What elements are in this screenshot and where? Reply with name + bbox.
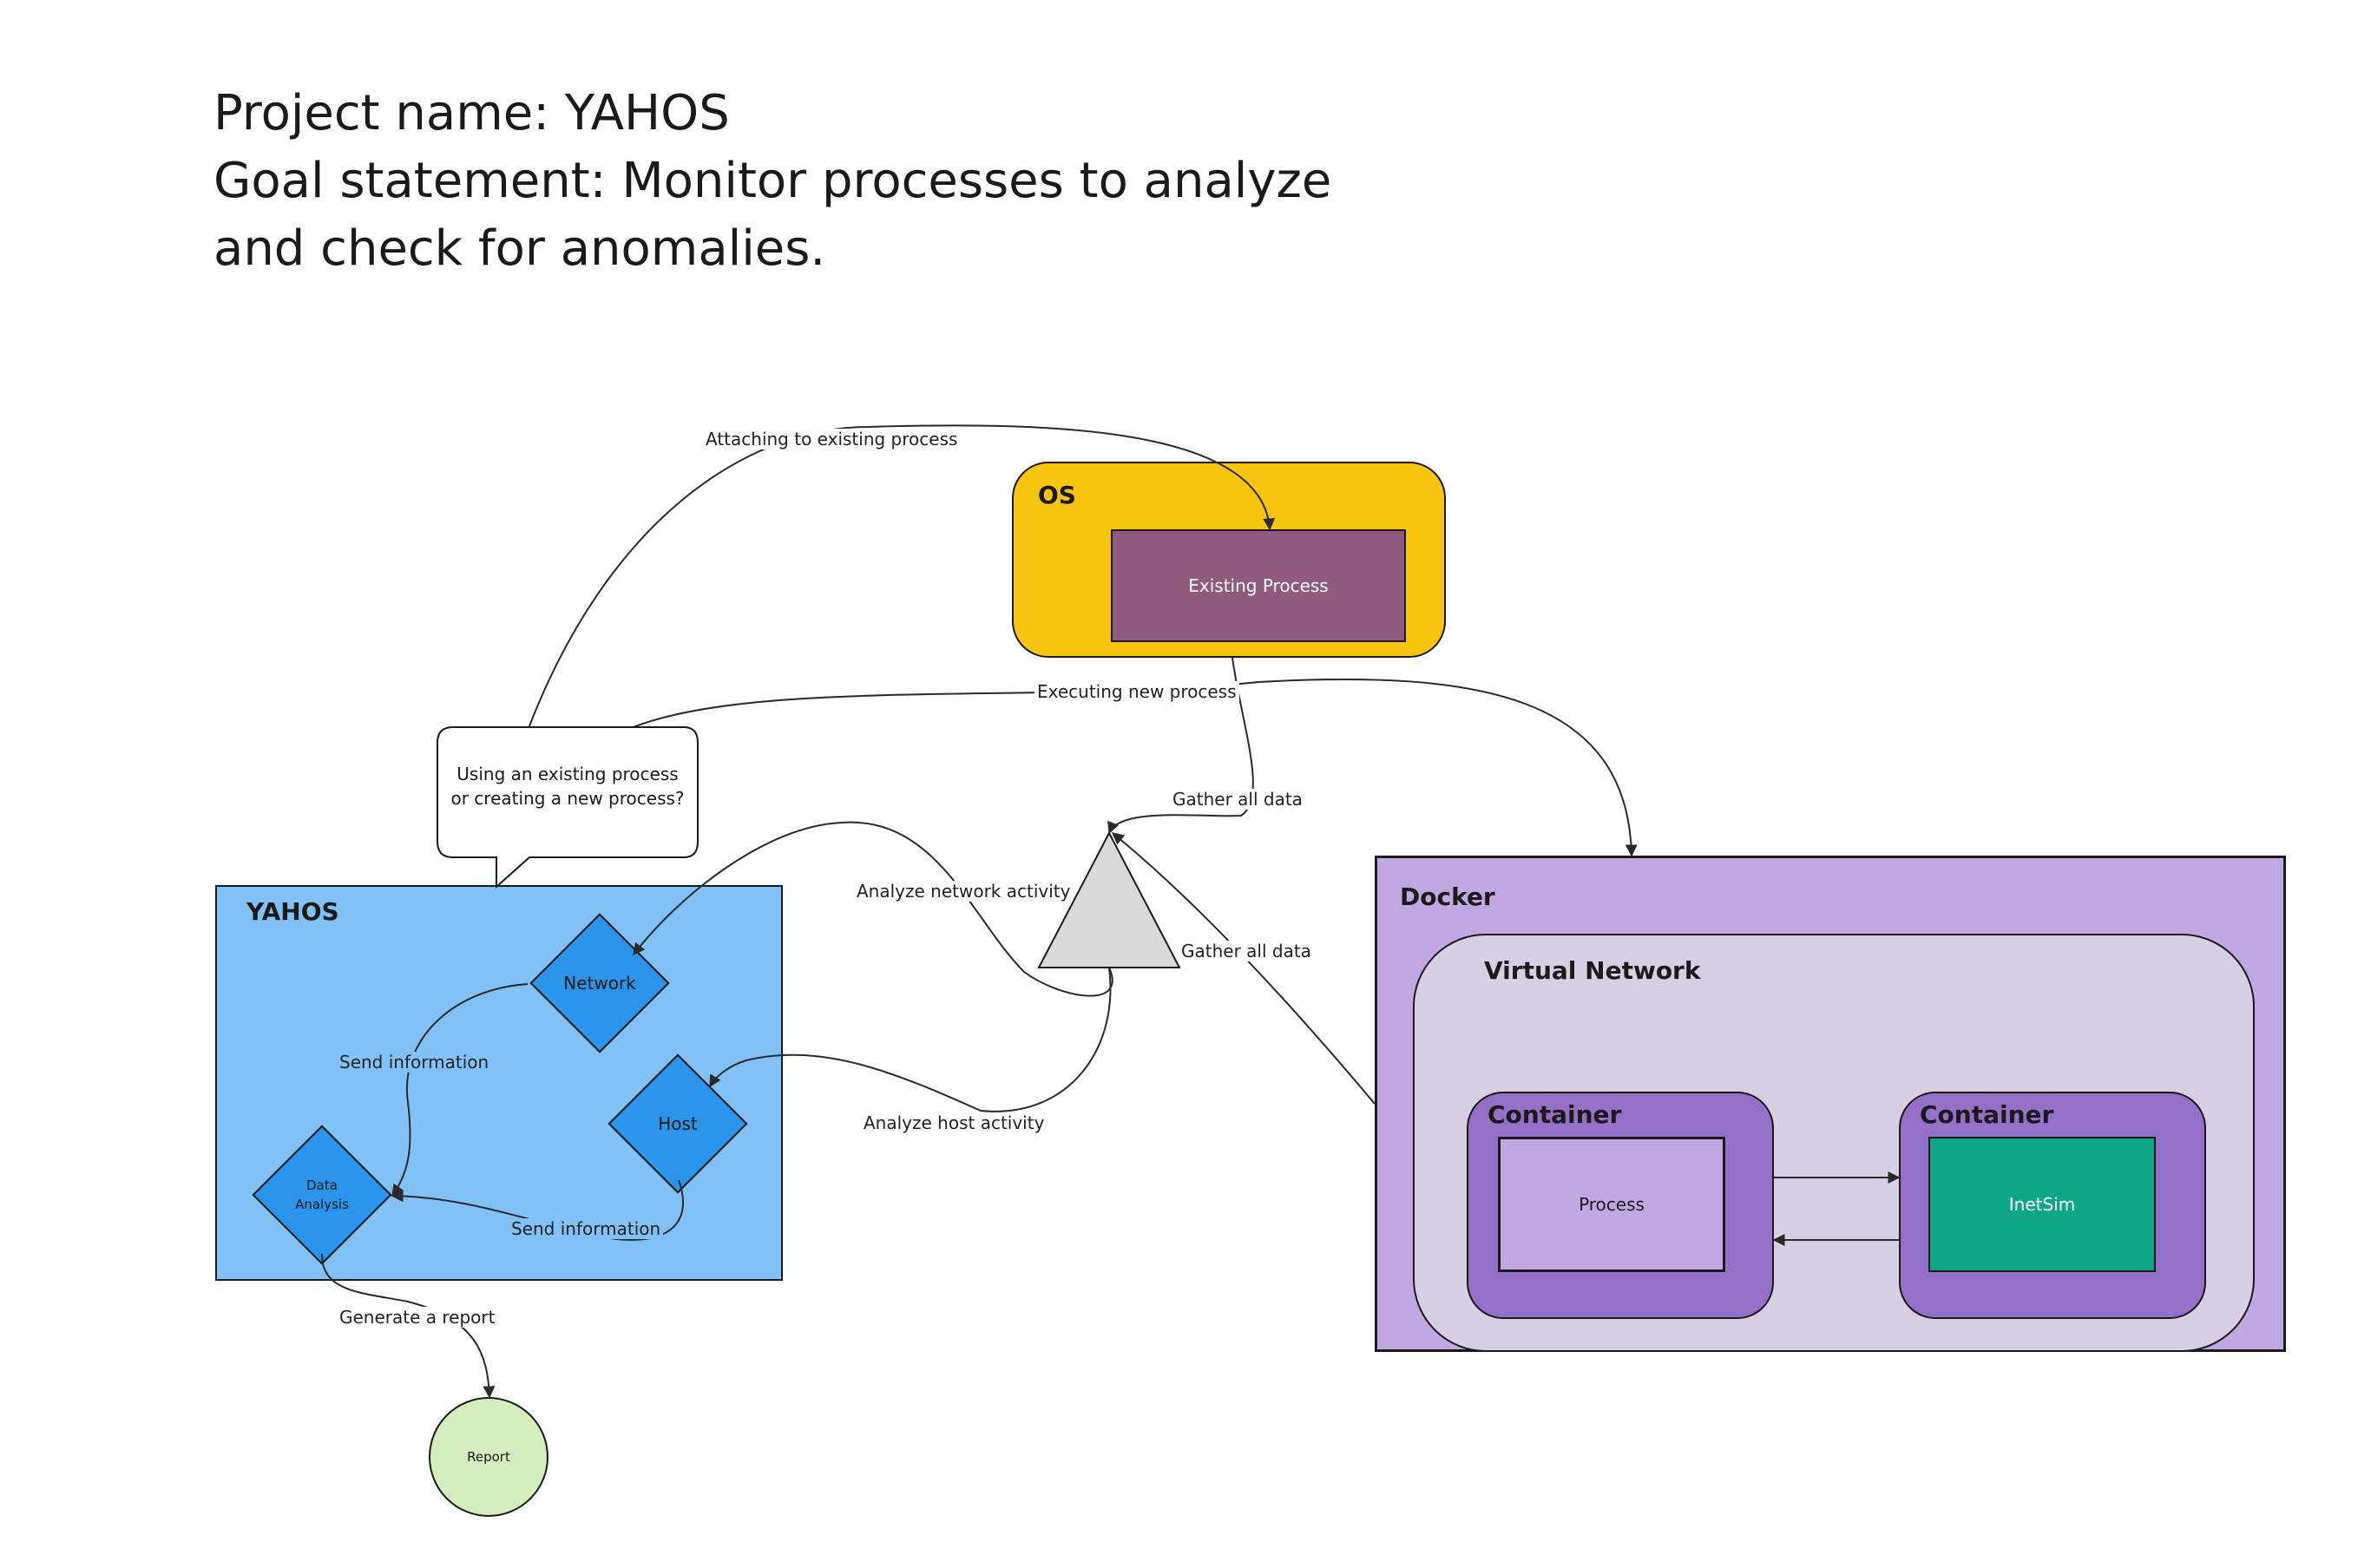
edge-executing [624,678,1638,857]
inetsim-node[interactable]: InetSim [1928,1137,2156,1272]
edge-analyze-host [709,967,1112,1112]
edge-generate-report [320,1253,496,1399]
label-gather-top: Gather all data [1170,789,1305,810]
label-executing: Executing new process [1034,681,1239,702]
decision-bubble[interactable] [432,725,706,890]
existing-process-node[interactable]: Existing Process [1111,529,1406,642]
container-left-title: Container [1488,1100,1622,1129]
label-analyze-host: Analyze host activity [861,1112,1048,1133]
edge-attaching [527,424,1276,732]
edge-gather-top [1107,657,1254,835]
goal-statement-line1: Goal statement: Monitor processes to ana… [213,153,1332,209]
report-label: Report [467,1449,510,1465]
docker-title: Docker [1400,882,1495,911]
label-attaching: Attaching to existing process [703,429,961,449]
label-generate-report: Generate a report [337,1307,498,1328]
existing-process-label: Existing Process [1188,575,1329,596]
process-node[interactable]: Process [1498,1137,1725,1272]
data-analysis-label: Data Analysis [295,1178,349,1212]
project-name: Project name: YAHOS [213,85,730,141]
host-label: Host [658,1113,698,1134]
os-title: OS [1038,481,1076,509]
report-node[interactable]: Report [429,1397,548,1517]
virtual-network-title: Virtual Network [1484,956,1701,985]
network-label: Network [563,973,636,994]
decision-question: Using an existing process or creating a … [450,764,685,809]
goal-statement-line2: and check for anomalies. [213,220,826,277]
edge-send-network [391,983,529,1197]
yahos-title: YAHOS [246,897,339,926]
goal-heading: Project name: YAHOS Goal statement: Moni… [213,80,1331,283]
process-label: Process [1579,1194,1645,1215]
collector-triangle [1037,830,1181,968]
label-analyze-network: Analyze network activity [854,881,1074,902]
container-right-title: Container [1920,1100,2054,1129]
edge-analyze-network [633,821,1113,997]
label-send-host: Send information [509,1218,664,1239]
label-gather-right: Gather all data [1179,941,1314,961]
inetsim-label: InetSim [2008,1194,2076,1215]
label-send-network: Send information [337,1052,492,1073]
